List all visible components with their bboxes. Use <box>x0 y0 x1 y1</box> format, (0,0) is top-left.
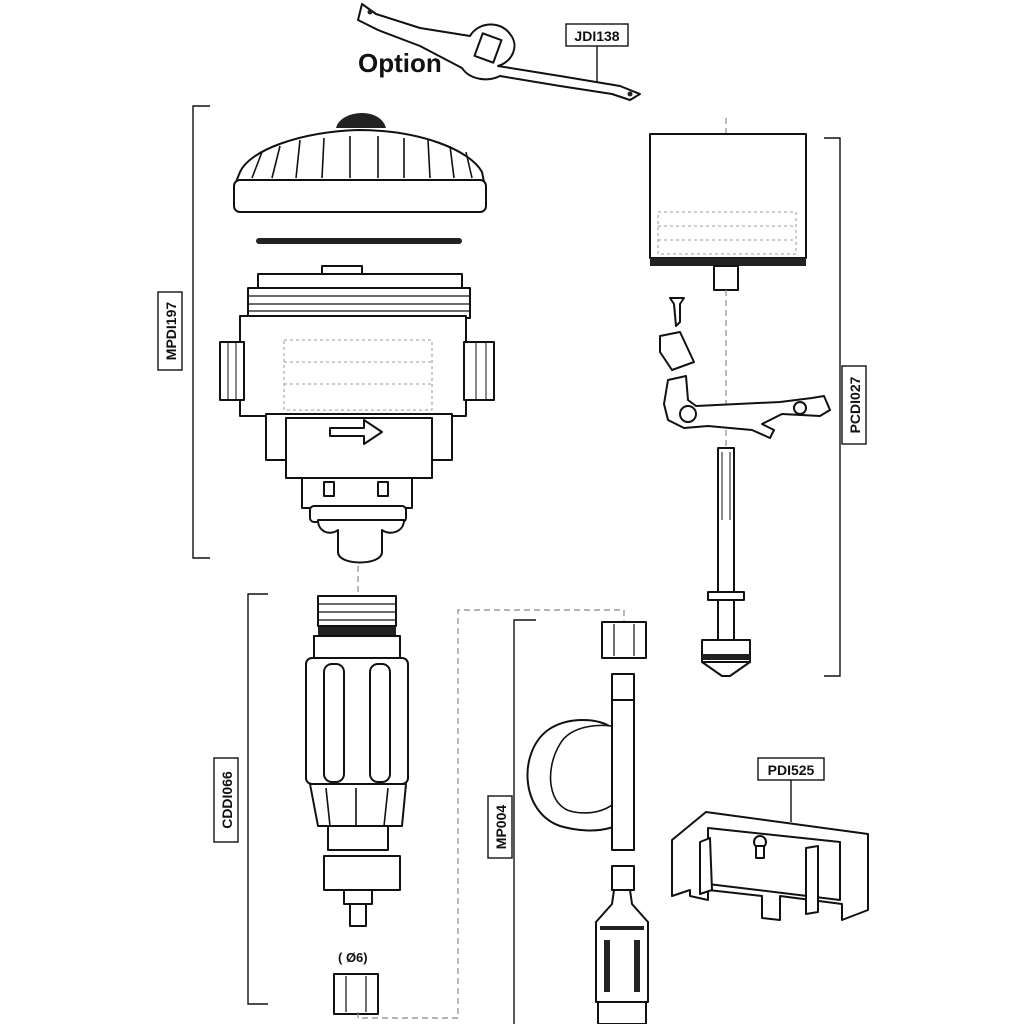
suction-kit-bracket <box>513 619 536 1024</box>
svg-text:CDDI066: CDDI066 <box>219 771 235 829</box>
pump-body-label: MPDI197 <box>157 291 183 371</box>
pump-cap <box>233 112 487 213</box>
wrench-tool <box>357 3 641 101</box>
svg-text:PDI525: PDI525 <box>768 762 815 778</box>
motor-piston-assembly <box>649 118 831 677</box>
svg-text:JDI138: JDI138 <box>574 28 619 44</box>
wrench-label: JDI138 <box>565 23 629 82</box>
tube-connection-path <box>357 609 625 1019</box>
svg-text:MP004: MP004 <box>493 805 509 850</box>
suction-kit-label: MP004 <box>487 795 513 859</box>
pump-housing <box>219 265 495 564</box>
dosing-assembly-label: CDDI066 <box>213 757 239 843</box>
option-heading: Option <box>358 48 442 78</box>
dosing-assembly-bracket <box>247 593 268 1005</box>
wall-bracket <box>671 811 869 921</box>
dosing-assembly <box>305 595 409 1015</box>
wall-bracket-label: PDI525 <box>757 757 825 822</box>
motor-piston-label: PCDI027 <box>841 365 867 445</box>
suction-kit <box>526 621 649 1024</box>
svg-text:PCDI027: PCDI027 <box>847 376 863 433</box>
pump-body-bracket <box>192 105 210 559</box>
tube-diameter-label: ( Ø6) <box>338 950 368 965</box>
o-ring <box>256 238 462 244</box>
motor-piston-bracket <box>824 137 841 677</box>
svg-text:MPDI197: MPDI197 <box>163 302 179 361</box>
